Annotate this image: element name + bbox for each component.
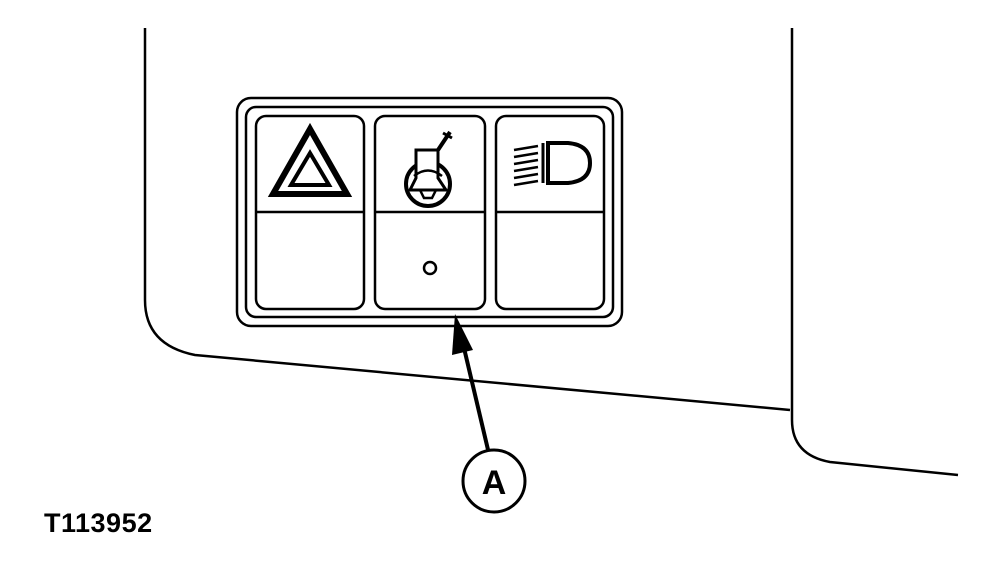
headlight-switch[interactable]: [494, 114, 606, 311]
hazard-warning-icon: [267, 122, 353, 197]
work-light-icon: [404, 130, 453, 208]
console-outline-right: [790, 28, 959, 477]
console-outline-left: [143, 28, 791, 412]
arrow-head: [452, 314, 473, 355]
callout-label: A: [482, 464, 507, 502]
callout-a: A: [461, 448, 527, 514]
figure-id: T113952: [44, 508, 153, 538]
headlight-icon: [513, 141, 593, 187]
callout-circle: [461, 448, 527, 514]
switch-panel: [235, 96, 624, 328]
hazard-switch[interactable]: [254, 114, 366, 311]
callout-leader: [452, 314, 491, 455]
work-light-switch[interactable]: [373, 114, 487, 311]
indicator-lamp: [422, 260, 438, 276]
